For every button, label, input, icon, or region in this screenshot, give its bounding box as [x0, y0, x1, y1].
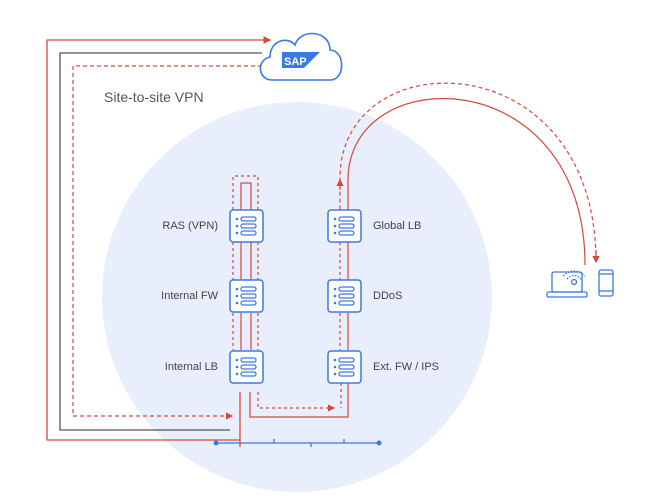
- server-icon-ras: [229, 209, 264, 243]
- label-ras-vpn: RAS (VPN): [162, 220, 218, 232]
- network-circle: [102, 102, 492, 492]
- sap-logo: [282, 52, 320, 68]
- server-icon-ddos: [327, 279, 362, 313]
- label-internal-fw: Internal FW: [161, 290, 218, 302]
- laptop-icon: [546, 270, 588, 298]
- network-bus: [213, 439, 382, 447]
- phone-icon: [598, 269, 614, 297]
- internet-arc: [347, 98, 586, 266]
- server-icon-internal-fw: [229, 279, 264, 313]
- label-ddos: DDoS: [373, 290, 403, 302]
- label-ext-fw-ips: Ext. FW / IPS: [373, 361, 440, 373]
- server-icon-internal-lb: [229, 350, 264, 384]
- internet-arc-dashed: [339, 82, 597, 263]
- server-icon-ext-fw: [327, 350, 362, 384]
- diagram-title: Site-to-site VPN: [104, 89, 204, 105]
- red-outbound-path: [46, 36, 272, 441]
- red-dashed-return-path: [72, 65, 262, 420]
- label-internal-lb: Internal LB: [164, 361, 218, 373]
- server-icon-global-lb: [327, 209, 362, 243]
- cloud-icon: SAP: [259, 32, 343, 81]
- vpn-tunnel-path: [59, 52, 262, 431]
- label-global-lb: Global LB: [373, 220, 422, 232]
- svg-text:SAP: SAP: [284, 56, 307, 68]
